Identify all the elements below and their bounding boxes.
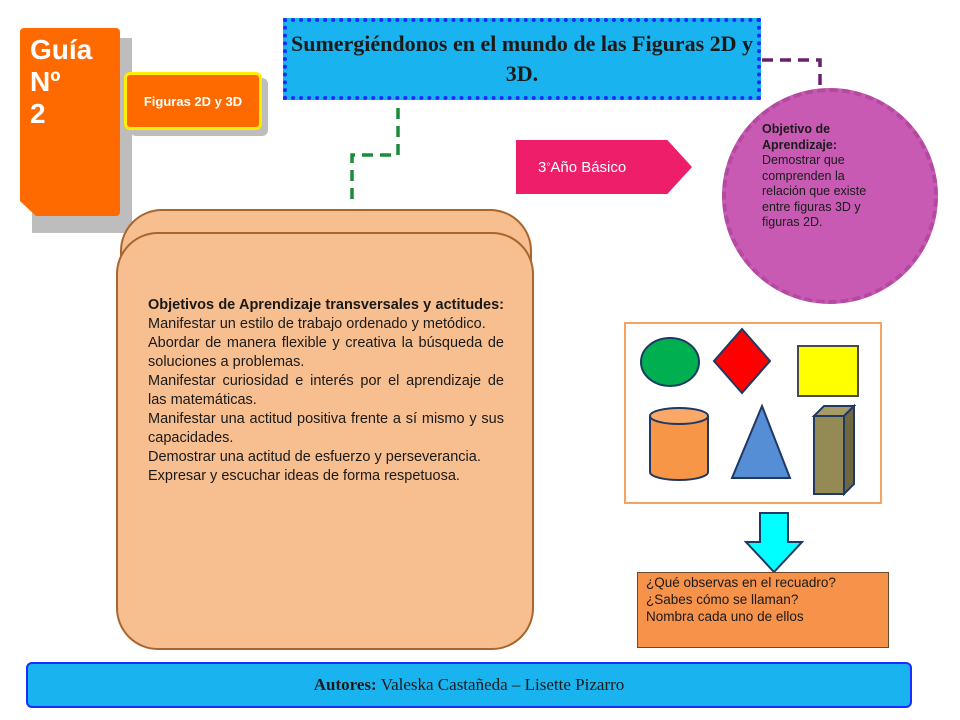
transversal-card bbox=[116, 232, 534, 650]
transversal-text: Objetivos de Aprendizaje transversales y… bbox=[148, 296, 504, 486]
grade-arrow: 3° Año Básico bbox=[516, 140, 692, 194]
topic-tag: Figuras 2D y 3D bbox=[124, 72, 262, 130]
transversal-item: Abordar de manera flexible y creativa la… bbox=[148, 335, 504, 370]
transversal-item: Manifestar curiosidad e interés por el a… bbox=[148, 373, 504, 408]
orange-cylinder-top bbox=[649, 407, 709, 425]
objective-body: Demostrar que comprenden la relación que… bbox=[762, 153, 867, 229]
question-line: Nombra cada uno de ellos bbox=[646, 609, 804, 624]
transversal-item: Manifestar una actitud positiva frente a… bbox=[148, 411, 504, 446]
question-box: ¿Qué observas en el recuadro? ¿Sabes cóm… bbox=[637, 572, 889, 648]
page-title: Sumergiéndonos en el mundo de las Figura… bbox=[290, 31, 754, 86]
guia-number: 2 bbox=[30, 98, 46, 129]
red-rhombus-shape bbox=[712, 327, 772, 395]
purple-dashed-connector bbox=[762, 58, 822, 86]
authors-footer: Autores: Valeska Castañeda – Lisette Piz… bbox=[26, 662, 912, 708]
blue-cone-shape bbox=[730, 403, 792, 479]
title-box: Sumergiéndonos en el mundo de las Figura… bbox=[283, 18, 761, 100]
transversal-first-paragraph: Objetivos de Aprendizaje transversales y… bbox=[148, 296, 504, 334]
transversal-item: Demostrar una actitud de esfuerzo y pers… bbox=[148, 449, 481, 465]
question-line: ¿Sabes cómo se llaman? bbox=[646, 592, 799, 607]
authors-names: Valeska Castañeda – Lisette Pizarro bbox=[380, 675, 625, 694]
shapes-illustration bbox=[640, 327, 859, 497]
green-dashed-connector bbox=[350, 108, 400, 205]
guia-number-sign: Nº bbox=[30, 66, 61, 97]
authors-label: Autores: bbox=[313, 675, 377, 694]
orange-cylinder-shape bbox=[649, 416, 709, 481]
grade-ordinal: ° bbox=[546, 161, 551, 173]
grade-text: Año Básico bbox=[550, 158, 627, 176]
transversal-heading: Objetivos de Aprendizaje transversales y… bbox=[148, 297, 504, 313]
yellow-square-shape bbox=[797, 345, 859, 397]
transversal-first-item: Manifestar un estilo de trabajo ordenado… bbox=[148, 316, 486, 332]
guia-badge: Guía Nº 2 bbox=[20, 28, 120, 216]
guia-label: Guía bbox=[30, 34, 93, 65]
question-line: ¿Qué observas en el recuadro? bbox=[646, 575, 836, 590]
grade-number: 3 bbox=[538, 158, 547, 176]
shapes-box bbox=[624, 322, 882, 504]
objective-circle bbox=[722, 88, 938, 304]
transversal-item: Expresar y escuchar ideas de forma respe… bbox=[148, 468, 460, 484]
green-circle-shape bbox=[640, 337, 700, 387]
olive-prism-side bbox=[843, 403, 855, 497]
objective-text: Objetivo de Aprendizaje: Demostrar que c… bbox=[762, 122, 882, 231]
olive-prism-front bbox=[813, 415, 845, 495]
objective-heading: Objetivo de Aprendizaje: bbox=[762, 122, 838, 152]
down-arrow-icon bbox=[744, 512, 804, 574]
